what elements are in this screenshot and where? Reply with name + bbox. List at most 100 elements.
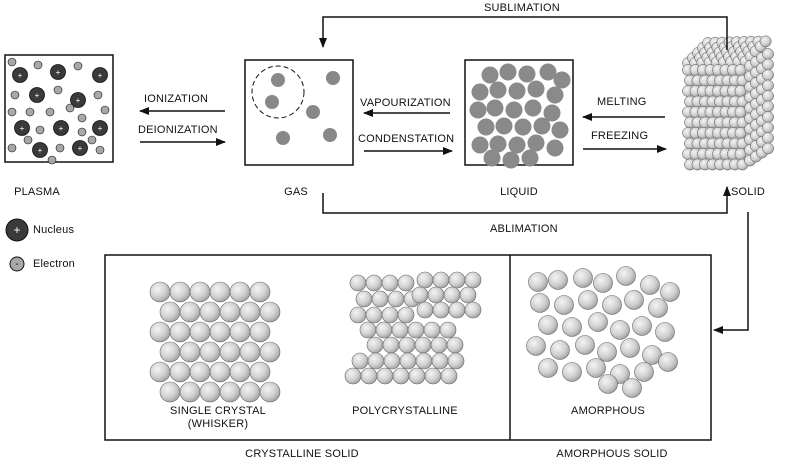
plasma-nucleus: [72, 140, 88, 156]
crystalline-solid-label: CRYSTALLINE SOLID: [245, 448, 359, 460]
polycrystalline-sphere: [407, 321, 425, 339]
electron-legend-label: Electron: [33, 258, 75, 270]
plasma-electron: [25, 107, 35, 117]
solid-sphere: [762, 132, 774, 144]
single-crystal-sphere: [219, 301, 241, 323]
liquid-particle: [518, 65, 536, 83]
polycrystalline-sphere: [365, 306, 383, 324]
polycrystalline-sphere: [464, 301, 482, 319]
polycrystalline-sphere: [349, 306, 367, 324]
polycrystalline-sphere: [432, 271, 450, 289]
liquid-particle: [539, 63, 557, 81]
amorphous-label: AMORPHOUS: [571, 405, 645, 417]
polycrystalline-sphere: [416, 271, 434, 289]
liquid-particle: [553, 71, 571, 89]
polycrystalline-sphere: [391, 321, 409, 339]
plasma-electron: [35, 125, 45, 135]
liquid-particle: [502, 151, 520, 169]
amorphous-sphere: [562, 317, 582, 337]
single-crystal-sphere: [159, 301, 181, 323]
amorphous-spheres: [526, 266, 680, 398]
gas-particle: [323, 128, 337, 142]
gas-particle: [265, 95, 279, 109]
solid-sphere: [762, 90, 774, 102]
nucleus-legend-symbol: +: [13, 223, 20, 237]
polycrystalline-sphere: [365, 274, 383, 292]
ionization-label: IONIZATION: [144, 93, 209, 105]
single-crystal-sphere: [149, 361, 171, 383]
plasma-electron: [73, 61, 83, 71]
liquid-particle: [483, 149, 501, 167]
single-crystal-sphere: [149, 281, 171, 303]
liquid-particle: [543, 104, 561, 122]
single-crystal-sphere: [199, 381, 221, 403]
liquid-particle: [489, 81, 507, 99]
liquid-particle: [546, 86, 564, 104]
single-crystal-sphere: [199, 341, 221, 363]
plasma-electron: [77, 127, 87, 137]
vapourization-label: VAPOURIZATION: [360, 97, 451, 109]
liquid-particle: [551, 121, 569, 139]
plasma-nucleus: [92, 67, 108, 83]
single-crystal-sphere: [189, 361, 211, 383]
amorphous-solid-label: AMORPHOUS SOLID: [556, 448, 668, 460]
single-crystal-spheres: [149, 281, 281, 403]
single-crystal-sphere: [199, 301, 221, 323]
gas-particle: [306, 105, 320, 119]
polycrystalline-sphere: [439, 321, 457, 339]
liquid-particle: [477, 118, 495, 136]
gas-particle: [326, 71, 340, 85]
nucleus-legend-label: Nucleus: [33, 224, 75, 236]
polycrystalline-sphere: [359, 321, 377, 339]
polycrystalline-sphere: [423, 321, 441, 339]
amorphous-sphere: [554, 295, 574, 315]
polycrystalline-sphere: [376, 367, 394, 385]
plasma-electron: [55, 143, 65, 153]
amorphous-sphere: [578, 290, 598, 310]
plasma-electron: [93, 90, 103, 100]
ablimation-label: ABLIMATION: [490, 223, 558, 235]
amorphous-sphere: [530, 293, 550, 313]
amorphous-sphere: [526, 336, 546, 356]
single-crystal-sphere: [229, 361, 251, 383]
liquid-label: LIQUID: [500, 186, 538, 198]
single-crystal-sphere: [249, 321, 271, 343]
plasma-nucleus-symbol: +: [78, 144, 83, 153]
plasma-electron: [33, 60, 43, 70]
plasma-electron: [95, 145, 105, 155]
plasma-nucleus-symbol: +: [20, 124, 25, 133]
single-crystal-sphere: [149, 321, 171, 343]
single-crystal-sphere: [239, 341, 261, 363]
polycrystalline-sphere: [446, 336, 464, 354]
plasma-nucleus: [14, 120, 30, 136]
solid-sphere: [762, 48, 774, 60]
plasma-nucleus: [50, 64, 66, 80]
polycrystalline-sphere: [443, 286, 461, 304]
liquid-particle: [514, 118, 532, 136]
polycrystalline-sphere: [440, 367, 458, 385]
polycrystalline-sphere: [344, 367, 362, 385]
polycrystalline-sphere: [371, 290, 389, 308]
plasma-nucleus: [12, 67, 28, 83]
polycrystalline-sphere: [397, 274, 415, 292]
amorphous-sphere: [588, 312, 608, 332]
single-crystal-sphere: [209, 361, 231, 383]
polycrystalline-sphere: [459, 286, 477, 304]
liquid-particle: [486, 99, 504, 117]
plasma-label: PLASMA: [14, 186, 60, 198]
plasma-electron: [100, 105, 110, 115]
solid-sphere: [762, 142, 774, 155]
plasma-nucleus-symbol: +: [76, 96, 81, 105]
amorphous-sphere: [538, 315, 558, 335]
liquid-particle: [508, 82, 526, 100]
solid-sphere: [762, 79, 774, 92]
polycrystalline-label: POLYCRYSTALLINE: [352, 405, 458, 417]
polycrystalline-sphere: [387, 290, 405, 308]
polycrystalline-sphere: [375, 321, 393, 339]
liquid-particle: [471, 83, 489, 101]
amorphous-sphere: [622, 378, 642, 398]
solid-sphere: [762, 111, 774, 123]
polycrystalline-sphere: [431, 352, 449, 370]
single-crystal-sphere: [159, 341, 181, 363]
